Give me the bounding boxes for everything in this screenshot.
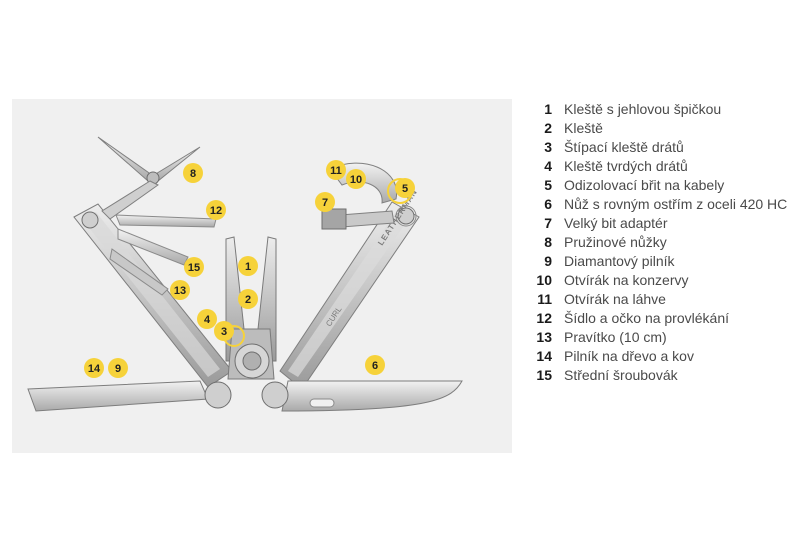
legend-item: 4 Kleště tvrdých drátů <box>536 157 787 176</box>
badge-9: 9 <box>108 358 128 378</box>
badge-8-label: 8 <box>190 168 196 180</box>
legend-item: 11 Otvírák na láhve <box>536 290 787 309</box>
legend-label: Pružinové nůžky <box>564 234 667 250</box>
legend-item: 10 Otvírák na konzervy <box>536 271 787 290</box>
tool-legend: 1 Kleště s jehlovou špičkou 2 Kleště 3 Štíp… <box>536 100 787 385</box>
badge-2: 2 <box>238 289 258 309</box>
badge-3-label: 3 <box>221 326 227 338</box>
legend-item: 3 Štípací kleště drátů <box>536 138 787 157</box>
badge-10: 10 <box>346 169 366 189</box>
legend-item: 2 Kleště <box>536 119 787 138</box>
legend-item: 6 Nůž s rovným ostřím z oceli 420 HC <box>536 195 787 214</box>
legend-number: 7 <box>544 215 552 231</box>
legend-item: 14 Pilník na dřevo a kov <box>536 347 787 366</box>
legend-number: 13 <box>536 329 552 345</box>
legend-item: 15 Střední šroubovák <box>536 366 787 385</box>
badge-14: 14 <box>84 358 104 378</box>
badge-5: 5 <box>395 178 415 198</box>
badge-4: 4 <box>197 309 217 329</box>
legend-number: 1 <box>544 101 552 117</box>
badge-9-label: 9 <box>115 363 121 375</box>
legend-item: 1 Kleště s jehlovou špičkou <box>536 100 787 119</box>
badge-13-label: 13 <box>174 285 186 297</box>
legend-number: 8 <box>544 234 552 250</box>
legend-label: Štípací kleště drátů <box>564 139 684 155</box>
badge-7-label: 7 <box>322 197 328 209</box>
legend-item: 13 Pravítko (10 cm) <box>536 328 787 347</box>
legend-number: 2 <box>544 120 552 136</box>
legend-label: Nůž s rovným ostřím z oceli 420 HC <box>564 196 788 212</box>
legend-label: Pilník na dřevo a kov <box>564 348 694 364</box>
legend-label: Kleště s jehlovou špičkou <box>564 101 722 117</box>
legend-number: 15 <box>536 367 552 383</box>
badge-15: 15 <box>184 257 204 277</box>
badge-2-label: 2 <box>245 294 251 306</box>
legend-number: 4 <box>544 158 552 174</box>
legend-label: Kleště <box>564 120 603 136</box>
badge-4-label: 4 <box>204 314 211 326</box>
badge-13: 13 <box>170 280 190 300</box>
legend-label: Pravítko (10 cm) <box>564 329 667 345</box>
legend-number: 9 <box>544 253 552 269</box>
legend-label: Šídlo a očko na provlékání <box>564 310 729 326</box>
badge-11-label: 11 <box>330 165 342 177</box>
multitool-photo: LEATHERMAN CURL <box>12 99 512 453</box>
badge-12: 12 <box>206 200 226 220</box>
left-tools <box>109 214 217 296</box>
badge-3: 3 <box>214 321 234 341</box>
badge-1-label: 1 <box>245 261 251 273</box>
right-tools <box>321 162 417 230</box>
badge-6-label: 6 <box>372 360 378 372</box>
legend-label: Střední šroubovák <box>564 367 678 383</box>
badge-10-label: 10 <box>350 174 362 186</box>
legend-number: 10 <box>536 272 552 288</box>
legend-label: Velký bit adaptér <box>564 215 668 231</box>
badge-8: 8 <box>183 163 203 183</box>
legend-number: 11 <box>537 291 552 307</box>
badge-14-label: 14 <box>88 363 101 375</box>
multitool-illustration: LEATHERMAN CURL <box>27 136 463 412</box>
legend-number: 14 <box>536 348 552 364</box>
legend-item: 5 Odizolovací břit na kabely <box>536 176 787 195</box>
legend-label: Diamantový pilník <box>564 253 675 269</box>
legend-label: Otvírák na láhve <box>564 291 666 307</box>
callout-badges: 8 12 15 13 1 2 <box>84 160 415 378</box>
legend-number: 5 <box>544 177 552 193</box>
badge-6: 6 <box>365 355 385 375</box>
legend-label: Otvírák na konzervy <box>564 272 689 288</box>
straight-knife-blade <box>261 380 463 412</box>
legend-label: Odizolovací břit na kabely <box>564 177 725 193</box>
badge-7: 7 <box>315 192 335 212</box>
badge-11: 11 <box>326 160 346 180</box>
legend-number: 6 <box>544 196 552 212</box>
legend-item: 7 Velký bit adaptér <box>536 214 787 233</box>
badge-5-label: 5 <box>402 183 408 195</box>
legend-label: Kleště tvrdých drátů <box>564 158 688 174</box>
badge-15-label: 15 <box>188 262 200 274</box>
legend-item: 9 Diamantový pilník <box>536 252 787 271</box>
legend-item: 12 Šídlo a očko na provlékání <box>536 309 787 328</box>
spring-scissors <box>97 136 201 220</box>
badge-12-label: 12 <box>210 205 222 217</box>
legend-number: 12 <box>536 310 552 326</box>
badge-1: 1 <box>238 256 258 276</box>
legend-item: 8 Pružinové nůžky <box>536 233 787 252</box>
legend-number: 3 <box>544 139 552 155</box>
wood-metal-file <box>27 380 232 412</box>
pliers-jaws <box>225 236 277 380</box>
